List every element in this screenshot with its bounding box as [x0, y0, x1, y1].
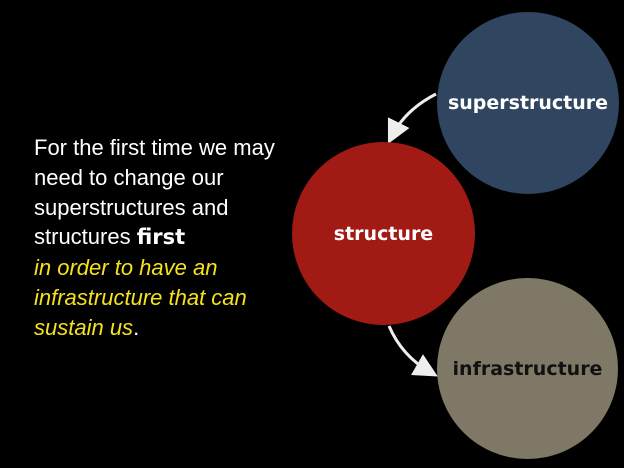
- text-line: sustain us.: [34, 313, 334, 343]
- highlight-line: in order to have an: [34, 255, 218, 281]
- node-infrastructure: infrastructure: [437, 278, 618, 459]
- node-label: structure: [333, 222, 434, 245]
- text-fragment: structures: [34, 224, 137, 250]
- period: .: [133, 314, 140, 340]
- node-superstructure: superstructure: [437, 12, 619, 194]
- arrow-super-to-structure: [387, 92, 437, 145]
- node-label: infrastructure: [452, 357, 603, 380]
- text-line: structures first: [34, 222, 334, 253]
- highlight-fragment: sustain us: [34, 314, 134, 340]
- node-structure: structure: [292, 142, 475, 325]
- node-label: superstructure: [447, 92, 609, 114]
- text-line: need to change our: [34, 164, 224, 190]
- text-line: superstructures and: [34, 194, 229, 220]
- highlight-line: infrastructure that can: [34, 284, 247, 310]
- text-line: For the first time we may: [34, 135, 275, 160]
- emphasis-first: first: [136, 225, 186, 250]
- slide-text: For the first time we may need to change…: [34, 133, 334, 343]
- arrow-structure-to-infra: [387, 325, 438, 377]
